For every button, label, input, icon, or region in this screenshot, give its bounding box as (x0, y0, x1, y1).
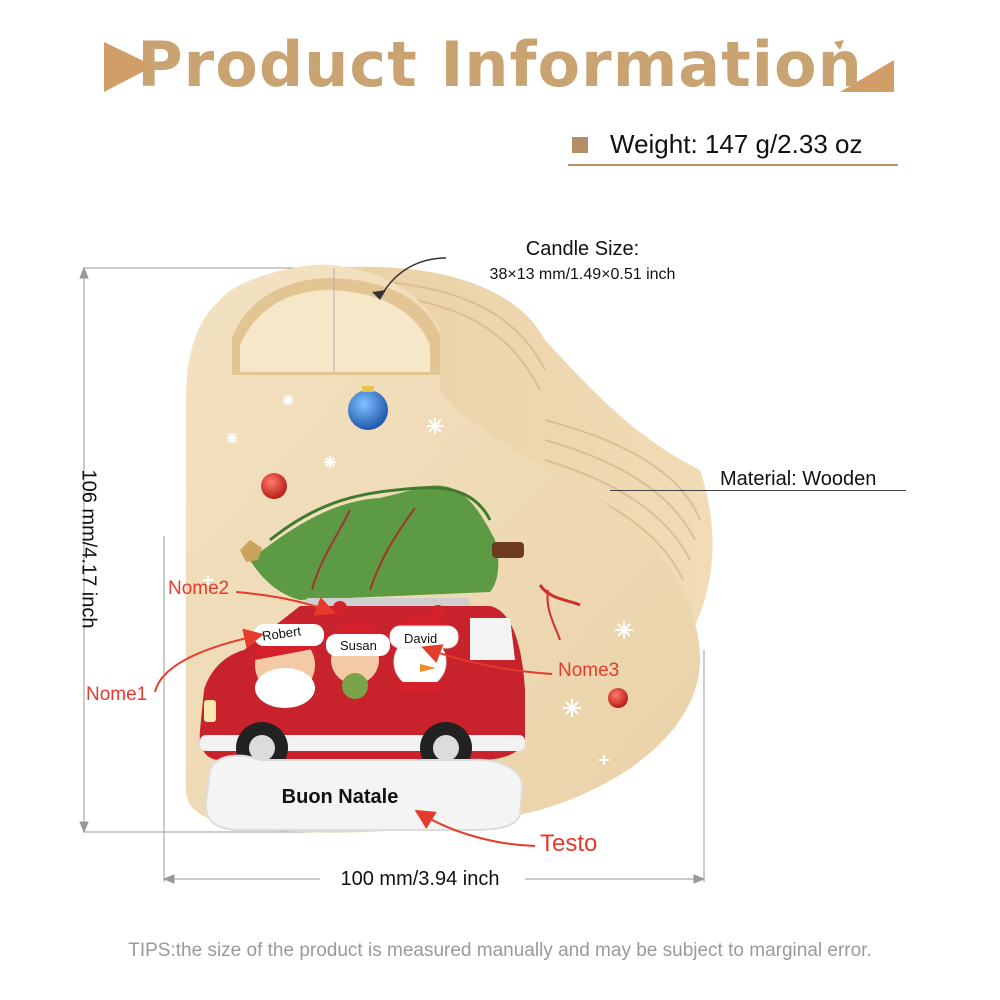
candle-arrow (379, 257, 447, 299)
snowflake-icon (203, 395, 633, 765)
material-label: Material: Wooden (720, 468, 877, 490)
callout-testo: Testo (540, 830, 598, 857)
page-title: Product Information (137, 28, 863, 101)
material-pointer-line (610, 490, 906, 491)
weight-text: Weight: 147 g/2.33 oz (610, 129, 863, 159)
width-dimension-line (162, 536, 706, 884)
height-dimension-label: 106 mm/4.17 inch (77, 469, 100, 629)
red-truck (199, 598, 526, 831)
plaque-name-susan: Susan (340, 638, 377, 653)
weight-info: Weight: 147 g/2.33 oz (568, 128, 898, 166)
blue-ornament-icon (348, 390, 388, 430)
small-red-ornament-icon (608, 688, 628, 708)
callout-nome2: Nome2 (168, 578, 230, 599)
tips-note: TIPS:the size of the product is measured… (128, 940, 872, 961)
left-triangle-icon (104, 42, 154, 92)
callout-nome1: Nome1 (86, 684, 148, 705)
width-dimension-label: 100 mm/3.94 inch (320, 868, 520, 891)
candle-size-label: Candle Size: (525, 238, 640, 260)
plaque-text: Buon Natale (281, 786, 399, 808)
christmas-tree (240, 485, 524, 600)
plaque-name-david: David (404, 631, 438, 646)
callout-arrows (154, 591, 553, 847)
red-ornament-icon (261, 473, 287, 499)
bullet-square-icon (572, 137, 588, 153)
height-dimension-line (79, 266, 330, 834)
candle-size-value: 38×13 mm/1.49×0.51 inch (489, 266, 676, 283)
right-triangle-icon (834, 40, 894, 92)
callout-nome3: Nome3 (558, 660, 620, 681)
